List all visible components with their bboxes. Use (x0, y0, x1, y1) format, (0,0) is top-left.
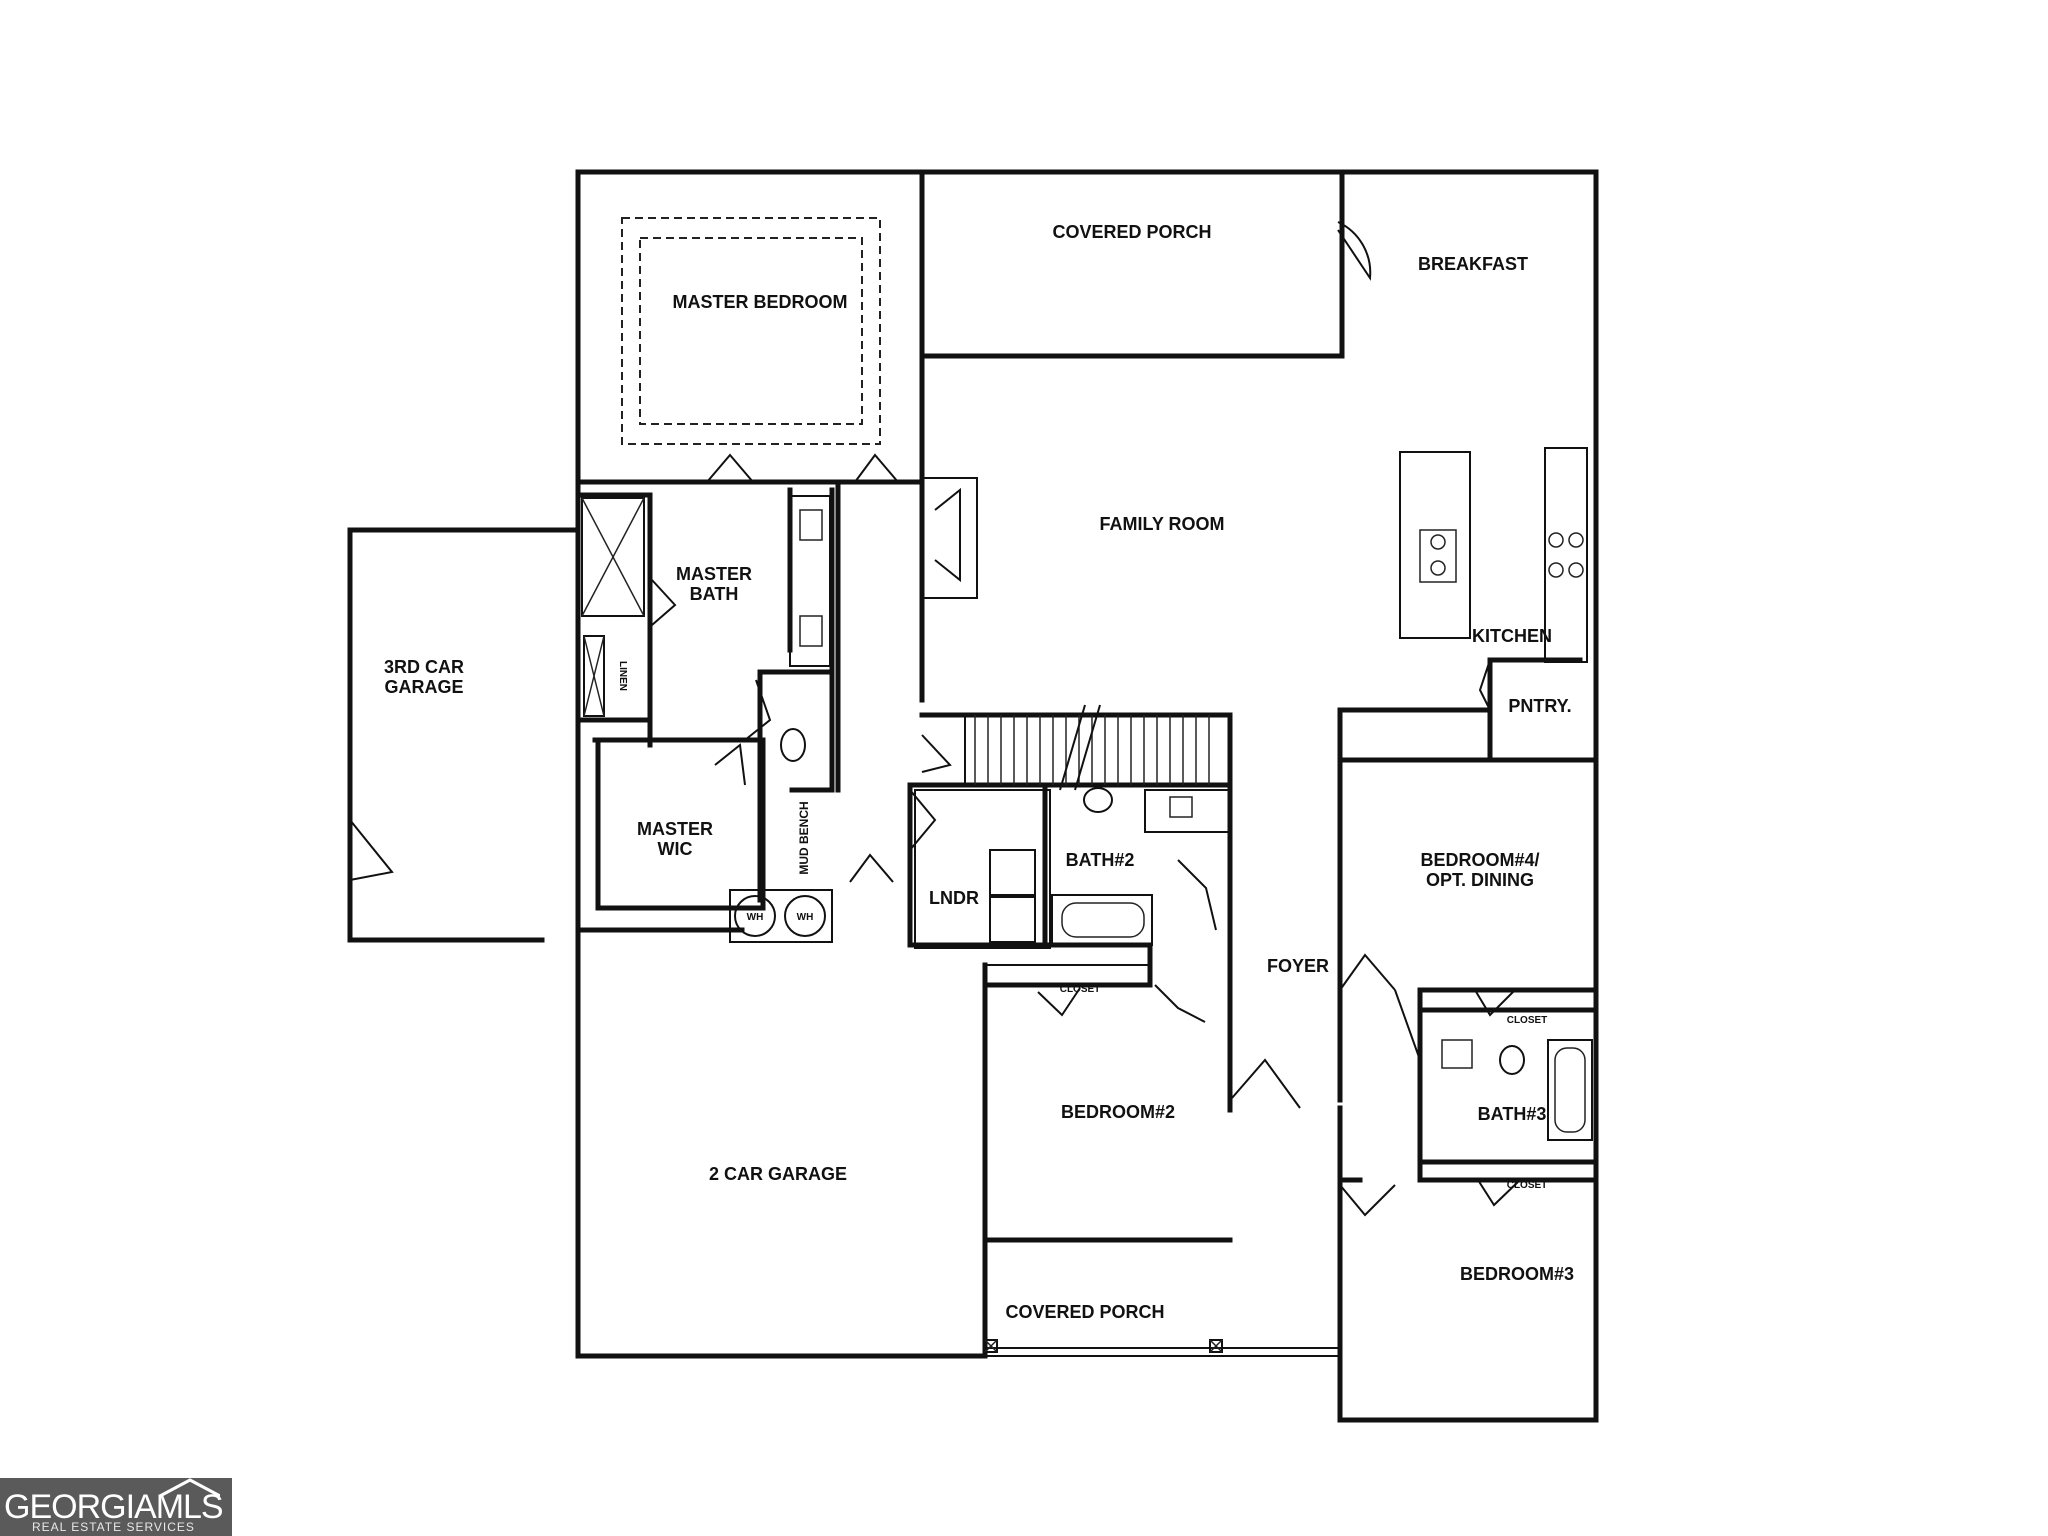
exterior-walls (347, 169, 1599, 1423)
kitchen-fixtures (1399, 447, 1588, 663)
garage-3rd-label-1: 3RD CAR (384, 657, 464, 677)
tray-ceiling (621, 217, 881, 445)
family-room-label: FAMILY ROOM (1099, 514, 1224, 534)
linen-label: LINEN (617, 661, 628, 691)
master-wic-label-2: WIC (658, 839, 693, 859)
fireplace (921, 477, 978, 599)
bedroom2-label: BEDROOM#2 (1061, 1102, 1175, 1122)
bath3-fixtures (1441, 1039, 1593, 1141)
garage-3rd-label-2: GARAGE (384, 677, 463, 697)
mud-bench-label: MUD BENCH (797, 801, 811, 874)
foyer-label: FOYER (1267, 956, 1329, 976)
closet-label-3: CLOSET (1507, 1180, 1548, 1191)
pantry-label: PNTRY. (1508, 696, 1571, 716)
watermark-brand: GEORGIAMLS (4, 1488, 224, 1526)
bath2-label: BATH#2 (1066, 850, 1135, 870)
covered-porch-front-label: COVERED PORCH (1005, 1302, 1164, 1322)
room-labels: COVERED PORCH BREAKFAST MASTER BEDROOM F… (384, 222, 1574, 1322)
wh-label-2: WH (797, 912, 814, 923)
wh-label-1: WH (747, 912, 764, 923)
bedroom4-label-1: BEDROOM#4/ (1420, 850, 1539, 870)
bedroom3-label: BEDROOM#3 (1460, 1264, 1574, 1284)
master-bedroom-label: MASTER BEDROOM (673, 292, 848, 312)
master-bath-label-1: MASTER (676, 564, 752, 584)
closet-label-1: CLOSET (1060, 984, 1101, 995)
watermark-tagline: REAL ESTATE SERVICES (32, 1520, 195, 1534)
closet-label-2: CLOSET (1507, 1015, 1548, 1026)
master-wic-label-1: MASTER (637, 819, 713, 839)
laundry-fixtures (914, 789, 1051, 949)
bedroom4-label-2: OPT. DINING (1426, 870, 1534, 890)
bath3-label: BATH#3 (1478, 1104, 1547, 1124)
breakfast-label: BREAKFAST (1418, 254, 1528, 274)
water-heaters (729, 889, 833, 943)
master-bath-fixtures (581, 495, 831, 762)
covered-porch-rear-label: COVERED PORCH (1052, 222, 1211, 242)
master-bath-label-2: BATH (690, 584, 739, 604)
georgiamls-watermark: GEORGIAMLS REAL ESTATE SERVICES (0, 1478, 232, 1536)
stairs (964, 704, 1231, 791)
lndr-label: LNDR (929, 888, 979, 908)
door-swings (349, 221, 1521, 1217)
bath2-fixtures (1051, 787, 1231, 946)
porch-posts (984, 1339, 1223, 1353)
kitchen-label: KITCHEN (1472, 626, 1552, 646)
roof-logo-icon (160, 1478, 220, 1498)
garage-2car-label: 2 CAR GARAGE (709, 1164, 847, 1184)
